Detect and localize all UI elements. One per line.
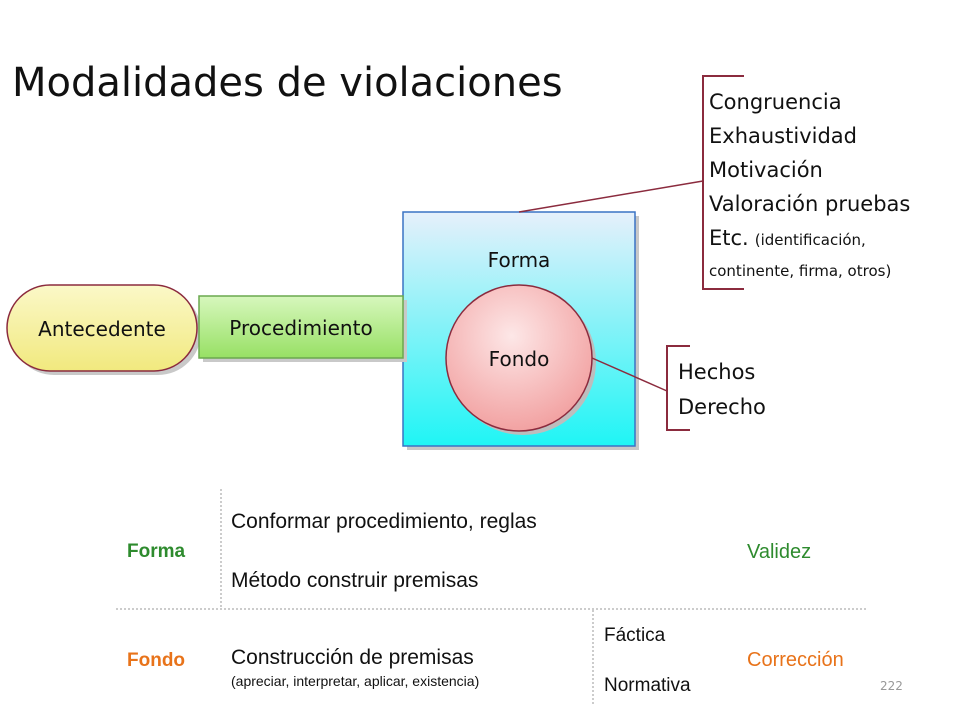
forma-connector <box>518 180 704 213</box>
page-title: Modalidades de violaciones <box>12 60 563 106</box>
callout-line-hechos: Hechos <box>678 360 755 384</box>
fondo-normativa: Normativa <box>604 675 691 696</box>
forma-label: Forma <box>488 248 551 272</box>
fondo-bracket <box>666 345 690 431</box>
callout-line-derecho: Derecho <box>678 395 766 419</box>
procedimiento-box <box>198 295 404 359</box>
forma-row-label: Forma <box>127 541 186 562</box>
forma-row-line-1: Conformar procedimiento, reglas <box>231 510 537 533</box>
slide-number: 222 <box>880 679 903 693</box>
callout-line-valoracion: Valoración pruebas <box>709 192 910 216</box>
callout-line-etc: Etc. (identificación, <box>709 226 866 250</box>
fondo-connector <box>591 357 668 392</box>
forma-row-line-2: Método construir premisas <box>231 569 479 592</box>
callout-etc: Etc. <box>709 226 749 250</box>
callout-line-congruencia: Congruencia <box>709 90 842 114</box>
fondo-result: Corrección <box>747 649 844 671</box>
callout-line-motivacion: Motivación <box>709 158 823 182</box>
forma-bracket <box>702 75 744 290</box>
callout-line-exhaustividad: Exhaustividad <box>709 124 857 148</box>
fondo-factica: Fáctica <box>604 625 666 646</box>
procedimiento-label: Procedimiento <box>229 316 372 340</box>
fondo-row-label: Fondo <box>127 650 186 671</box>
forma-result: Validez <box>747 541 812 563</box>
fondo-label: Fondo <box>489 347 550 371</box>
antecedente-box <box>6 284 198 372</box>
fondo-row-subtext: (apreciar, interpretar, aplicar, existen… <box>231 673 480 689</box>
callout-etc-note: (identificación, <box>755 231 866 249</box>
fondo-row-line-1: Construcción de premisas <box>231 646 474 669</box>
antecedente-label: Antecedente <box>38 317 166 341</box>
callout-etc-note-2: continente, firma, otros) <box>709 262 891 280</box>
